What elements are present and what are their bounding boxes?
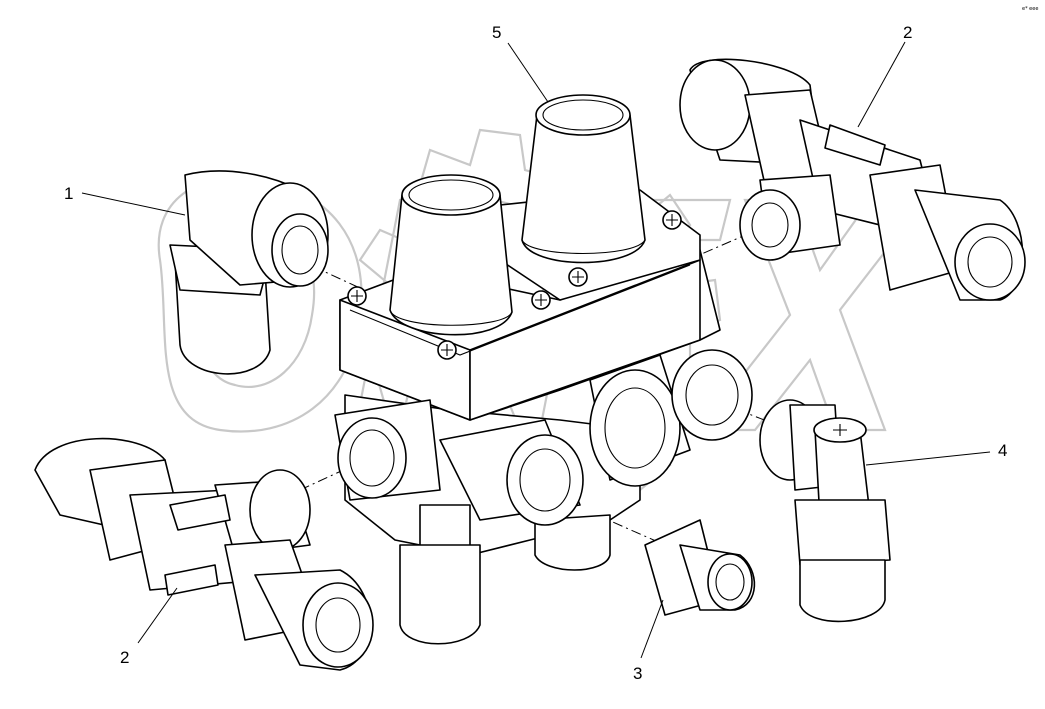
callout-2-top: 2 <box>903 23 912 42</box>
elbow-fitting <box>169 170 329 375</box>
callout-3: 3 <box>633 664 642 683</box>
callout-2-bottom: 2 <box>120 648 129 667</box>
callout-1: 1 <box>64 184 73 203</box>
banjo-fitting <box>759 399 891 623</box>
leader-lines <box>81 41 991 659</box>
callout-5: 5 <box>492 23 501 42</box>
cover-screws <box>347 210 682 360</box>
callout-4: 4 <box>998 441 1007 460</box>
tee-fitting-top <box>679 58 1026 301</box>
valve-body <box>334 94 753 645</box>
tee-fitting-bottom <box>34 437 374 671</box>
adapter-fitting <box>644 519 756 616</box>
corner-mark: e* eee <box>1022 6 1038 12</box>
valve-ports <box>334 349 753 526</box>
